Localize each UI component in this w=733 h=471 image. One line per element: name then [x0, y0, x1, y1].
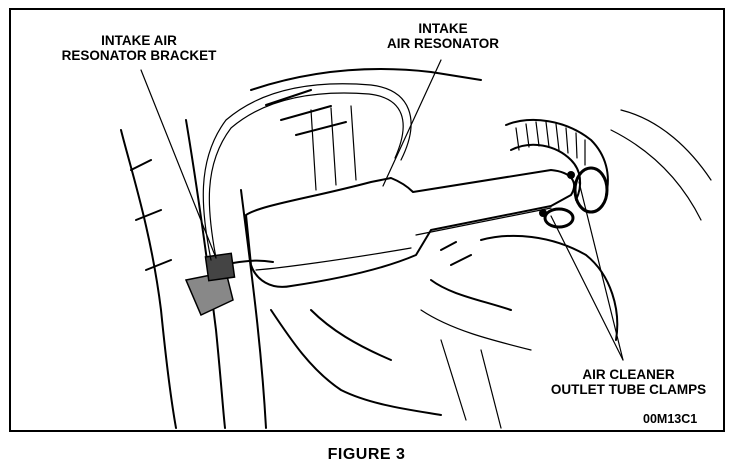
intake-air-resonator	[245, 169, 576, 288]
resonator-label-line2: AIR RESONATOR	[386, 36, 499, 51]
figure-code: 00M13C1	[643, 412, 698, 426]
clamps-label: AIR CLEANER OUTLET TUBE CLAMPS	[536, 367, 721, 397]
resonator-label: INTAKE AIR RESONATOR	[373, 21, 513, 51]
clamps-label-line2: OUTLET TUBE CLAMPS	[550, 382, 707, 397]
outlet-tube-clamp-upper	[573, 166, 609, 214]
figure-caption: FIGURE 3	[327, 446, 406, 463]
bracket-label-line1: INTAKE AIR	[101, 33, 177, 48]
resonator-bracket	[204, 252, 236, 282]
bracket-label-line2: RESONATOR BRACKET	[61, 48, 217, 63]
figure-frame: INTAKE AIR RESONATOR BRACKET INTAKE AIR …	[9, 8, 725, 432]
resonator-label-line1: INTAKE	[418, 21, 468, 36]
clamps-label-line1: AIR CLEANER	[582, 367, 675, 382]
engine-bay-illustration	[120, 59, 712, 429]
bracket-label: INTAKE AIR RESONATOR BRACKET	[49, 33, 229, 63]
outlet-tube-clamp-lower	[543, 207, 575, 229]
